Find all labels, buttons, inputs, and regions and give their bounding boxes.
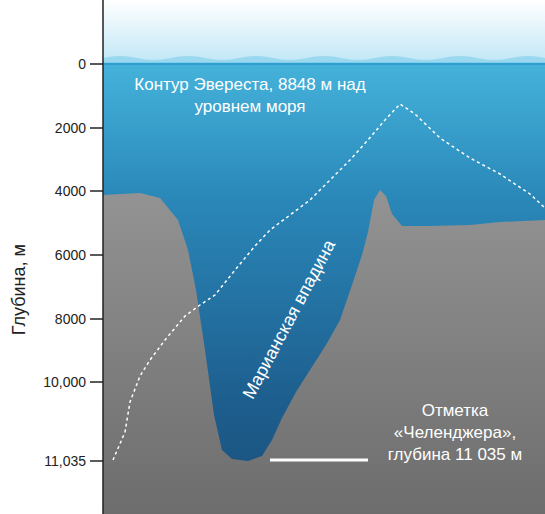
sea — [103, 62, 545, 514]
challenger-label: Отметка «Челенджера», глубина 11 035 м — [380, 400, 530, 466]
tick-label: 8000 — [6, 310, 86, 328]
tick-label: 6000 — [6, 246, 86, 264]
axis-tick — [90, 460, 103, 462]
seabed — [103, 190, 545, 514]
challenger-mark-line — [270, 459, 368, 462]
axis-tick — [90, 127, 103, 129]
sea-surface — [103, 56, 545, 64]
axis-ticks — [90, 64, 103, 461]
axis-tick — [90, 63, 103, 65]
tick-label: 2000 — [6, 119, 86, 137]
depth-axis — [102, 0, 104, 514]
tick-label: 10,000 — [6, 373, 86, 391]
axis-tick — [90, 254, 103, 256]
sky — [103, 0, 545, 64]
axis-tick — [90, 381, 103, 383]
sea-level-line — [103, 63, 545, 65]
axis-tick — [90, 318, 103, 320]
trench-label: Марианская впадина — [238, 236, 342, 403]
everest-label: Контур Эвереста, 8848 м над уровнем моря — [100, 74, 400, 118]
tick-label: 4000 — [6, 182, 86, 200]
tick-label: 0 — [6, 55, 86, 73]
tick-label: 11,035 — [6, 452, 86, 470]
axis-title: Глубина, м — [8, 244, 31, 335]
axis-tick — [90, 190, 103, 192]
